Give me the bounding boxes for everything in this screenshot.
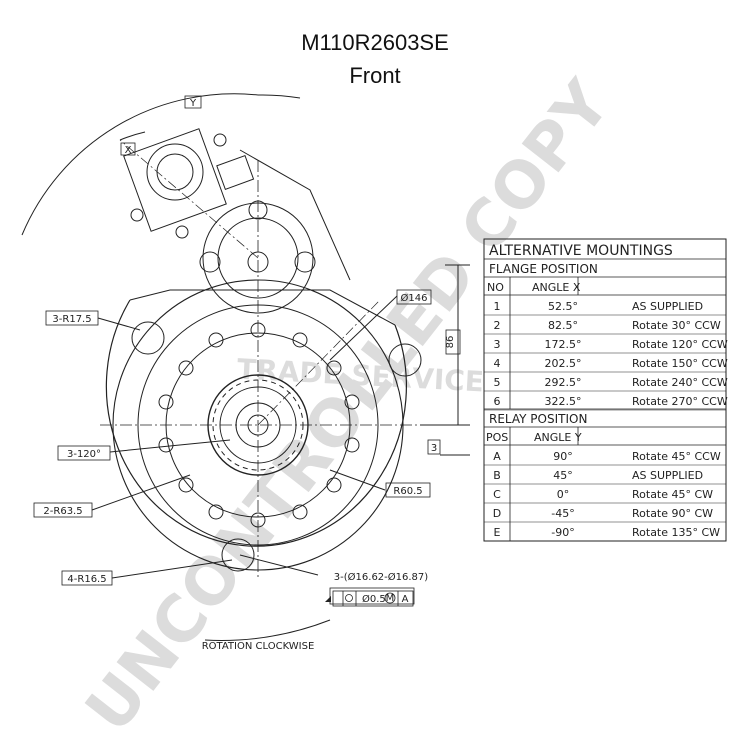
tolerance-value: Ø0.5 bbox=[362, 593, 386, 605]
flange-row-action: Rotate 270° CCW bbox=[632, 395, 728, 408]
relay-row-pos: B bbox=[493, 469, 501, 482]
dim86-label: 86 bbox=[445, 336, 456, 349]
relay-row-action: AS SUPPLIED bbox=[632, 469, 703, 482]
flange-row-action: Rotate 240° CCW bbox=[632, 376, 728, 389]
r63-label: 2-R63.5 bbox=[43, 506, 82, 517]
flange-row-angle: 172.5° bbox=[545, 338, 582, 351]
relay-col-angle: ANGLE Y bbox=[534, 431, 582, 444]
relay-row-action: Rotate 135° CW bbox=[632, 526, 720, 539]
drawing-title: M110R2603SE bbox=[301, 30, 449, 55]
flange-row-no: 5 bbox=[494, 376, 501, 389]
dim3-label: 3 bbox=[431, 443, 437, 454]
flange-row-angle: 292.5° bbox=[545, 376, 582, 389]
dimension-frames bbox=[33, 95, 461, 605]
dia146-label: Ø146 bbox=[401, 292, 428, 304]
relay-col-pos: POS bbox=[486, 431, 508, 444]
relay-row-action: Rotate 90° CW bbox=[632, 507, 713, 520]
flange-row-no: 3 bbox=[494, 338, 501, 351]
mountings-table: ALTERNATIVE MOUNTINGS FLANGE POSITION NO… bbox=[483, 238, 728, 542]
relay-row-pos: E bbox=[494, 526, 501, 539]
angle-x-label: X bbox=[125, 145, 132, 156]
flange-row-angle: 202.5° bbox=[545, 357, 582, 370]
relay-row-pos: A bbox=[493, 450, 501, 463]
relay-row-pos: C bbox=[493, 488, 501, 501]
relay-row-angle: -90° bbox=[551, 526, 574, 539]
relay-row-angle: 90° bbox=[553, 450, 573, 463]
flange-row-no: 1 bbox=[494, 300, 501, 313]
relay-row-pos: D bbox=[493, 507, 501, 520]
relay-row-angle: 45° bbox=[553, 469, 573, 482]
flange-rows: 1 52.5° AS SUPPLIED 2 82.5° Rotate 30° CCW 3 17… bbox=[484, 300, 728, 411]
flange-col-no: NO bbox=[487, 281, 504, 294]
relay-rows: A 90° Rotate 45° CCW B 45° AS SUPPLIED C 0° Rota… bbox=[484, 450, 726, 542]
r60-label: R60.5 bbox=[393, 486, 422, 497]
flange-row-action: Rotate 30° CCW bbox=[632, 319, 721, 332]
flange-row-no: 6 bbox=[494, 395, 501, 408]
flange-row-angle: 52.5° bbox=[548, 300, 578, 313]
flange-row-action: AS SUPPLIED bbox=[632, 300, 703, 313]
flange-row-no: 4 bbox=[494, 357, 501, 370]
rotation-label: ROTATION CLOCKWISE bbox=[202, 641, 315, 652]
hole-label: 3-(Ø16.62-Ø16.87) bbox=[334, 571, 428, 583]
relay-row-action: Rotate 45° CCW bbox=[632, 450, 721, 463]
r16-label: 4-R16.5 bbox=[67, 574, 106, 585]
drawing-subtitle: Front bbox=[349, 63, 401, 88]
relay-row-angle: -45° bbox=[551, 507, 574, 520]
relay-row-angle: 0° bbox=[557, 488, 570, 501]
flange-heading: FLANGE POSITION bbox=[489, 262, 598, 276]
tolerance-modifier: M bbox=[386, 593, 395, 604]
flange-row-action: Rotate 120° CCW bbox=[632, 338, 728, 351]
starter-outline bbox=[21, 93, 470, 641]
angle-y-label: Y bbox=[189, 98, 197, 109]
flange-row-angle: 82.5° bbox=[548, 319, 578, 332]
tolerance-ref: A bbox=[402, 594, 409, 605]
r17-label: 3-R17.5 bbox=[52, 314, 91, 325]
flange-row-action: Rotate 150° CCW bbox=[632, 357, 728, 370]
table-heading: ALTERNATIVE MOUNTINGS bbox=[489, 243, 673, 259]
tolerance-frame: Ø0.5 M A bbox=[325, 590, 414, 607]
flange-row-angle: 322.5° bbox=[545, 395, 582, 408]
relay-heading: RELAY POSITION bbox=[489, 412, 587, 426]
dimension-labels: Y X 3-R17.5 3-120° 2-R63.5 4-R16.5 Ø146 … bbox=[43, 98, 456, 652]
angle-120-label: 3-120° bbox=[67, 449, 101, 460]
relay-row-action: Rotate 45° CW bbox=[632, 488, 713, 501]
flange-col-angle: ANGLE X bbox=[532, 281, 581, 294]
watermark-trade-service: TRADE SERVICE bbox=[236, 353, 484, 399]
flange-row-no: 2 bbox=[494, 319, 501, 332]
